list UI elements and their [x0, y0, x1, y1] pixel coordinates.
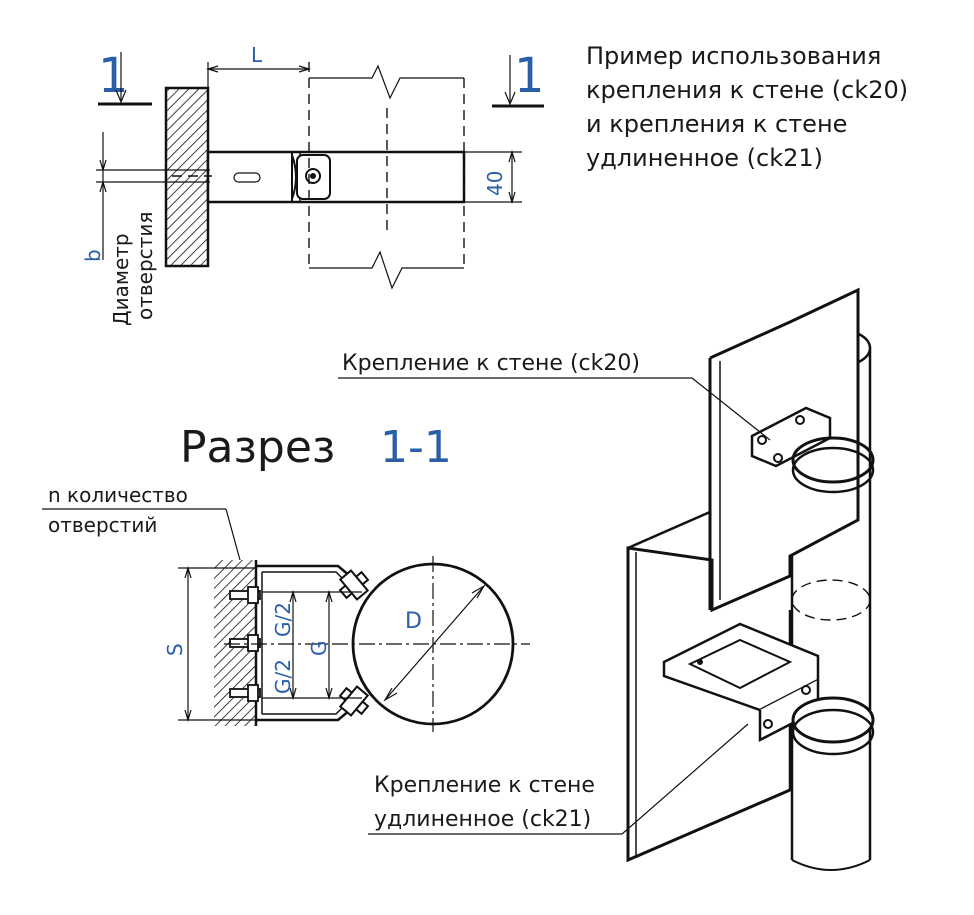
section-title-word: Разрез	[180, 422, 335, 473]
dim-G2-top-label: G/2	[271, 602, 295, 637]
top-view: 1 1	[81, 43, 545, 326]
label-ck21-line-1: Крепление к стене	[374, 773, 595, 798]
bracket-plate	[206, 150, 466, 204]
iso-wall-panel	[626, 287, 860, 863]
label-ck20: Крепление к стене (ck20)	[342, 351, 640, 376]
description-line-2: крепления к стене (ck20)	[586, 76, 908, 104]
bracket-ck20	[750, 406, 875, 494]
dim-G2-bottom-label: G/2	[271, 659, 295, 694]
anchor-bolts	[229, 586, 261, 702]
section-mark-right-number: 1	[514, 48, 545, 104]
holes-count-label-1: n количество	[48, 483, 188, 507]
dim-S-label: S	[163, 643, 187, 656]
holes-count-label-2: отверстий	[48, 513, 157, 537]
dim-b-label: b	[81, 249, 105, 262]
section-mark-right: 1	[492, 48, 545, 108]
hole-diameter-label-2: отверстия	[133, 212, 157, 320]
description-line-4: удлиненное (ck21)	[586, 144, 823, 172]
section-title-number: 1-1	[380, 422, 452, 473]
description-line-3: и крепления к стене	[586, 110, 847, 138]
dim-L-label: L	[251, 43, 263, 67]
isometric-view: Крепление к стене (ck20) Крепление к сте…	[338, 287, 875, 871]
bracket-ck21	[662, 622, 875, 756]
section-mark-left: 1	[98, 48, 152, 106]
dim-G-label: G	[307, 641, 331, 657]
section-1-1: Разрез 1-1 n количество отверстий	[42, 422, 530, 732]
description-line-1: Пример использования	[586, 42, 881, 70]
dim-40-label: 40	[483, 171, 507, 196]
description-block: Пример использования крепления к стене (…	[586, 42, 908, 172]
hole-diameter-label-1: Диаметр	[109, 233, 133, 326]
label-ck21-line-2: удлиненное (ck21)	[374, 807, 591, 832]
dim-D-label: D	[405, 609, 422, 634]
wall-section	[164, 86, 210, 268]
